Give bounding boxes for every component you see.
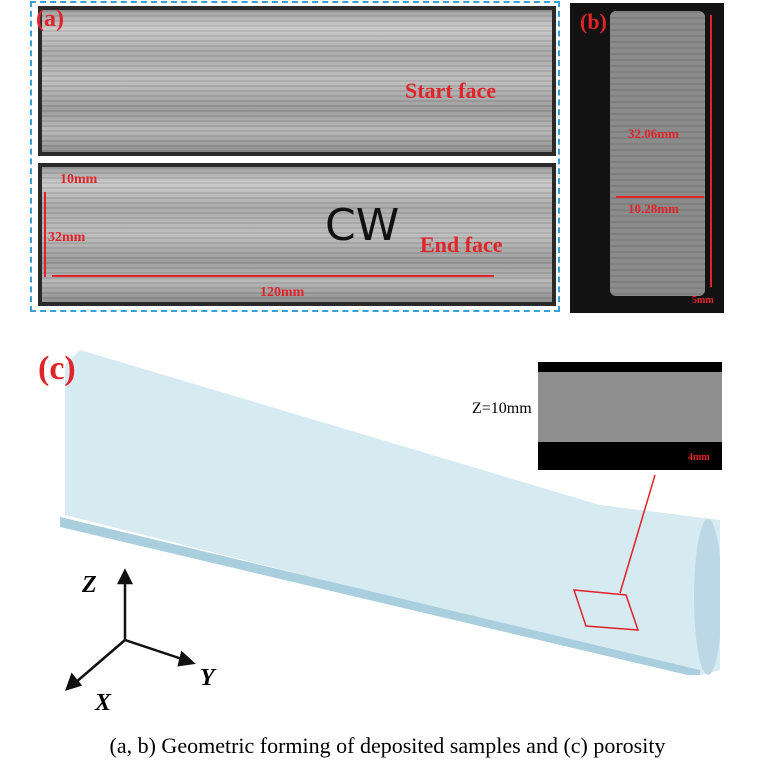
roi-leader <box>619 474 656 594</box>
height-arrow <box>44 192 46 277</box>
start-face-label: Start face <box>405 78 497 103</box>
slice-section <box>538 372 722 442</box>
substrate <box>60 517 700 675</box>
scale-bar: 5mm <box>692 295 714 306</box>
end-face-photo <box>38 163 556 306</box>
panel-b-label: (b) <box>580 9 607 34</box>
end-cap <box>694 519 720 675</box>
inset-slice: 4mm <box>538 362 722 470</box>
inset-scale: 4mm <box>688 452 710 463</box>
height-arrow <box>710 15 712 287</box>
figure-caption: (a, b) Geometric forming of deposited sa… <box>109 733 666 758</box>
height-dim: 32.06mm <box>628 126 679 141</box>
length-dim: 120mm <box>260 285 305 300</box>
inset-label: Z=10mm <box>472 400 532 417</box>
beam-body <box>65 350 720 675</box>
length-arrow <box>52 275 494 277</box>
width-arrow <box>616 196 704 198</box>
panel-a-frame <box>30 1 560 312</box>
panel-a-label: (a) <box>36 6 64 32</box>
panel-c-label: (c) <box>38 350 76 387</box>
axis-x-label: X <box>95 690 112 716</box>
start-face-photo <box>38 6 556 156</box>
axis-y-label: Y <box>200 665 215 691</box>
end-face-label: End face <box>420 232 503 257</box>
cross-section <box>610 11 705 296</box>
axes-icon <box>64 568 196 691</box>
handwriting: CW <box>325 200 400 251</box>
porosity-3d-render <box>60 350 720 675</box>
width-dim: 10.28mm <box>628 201 679 216</box>
depth-dim: 10mm <box>60 172 98 187</box>
axis-z-label: Z <box>82 572 97 598</box>
panel-b-image: (b) 32.06mm 10.28mm 5mm <box>570 3 724 313</box>
roi-box <box>572 589 640 631</box>
height-dim: 32mm <box>48 230 86 245</box>
